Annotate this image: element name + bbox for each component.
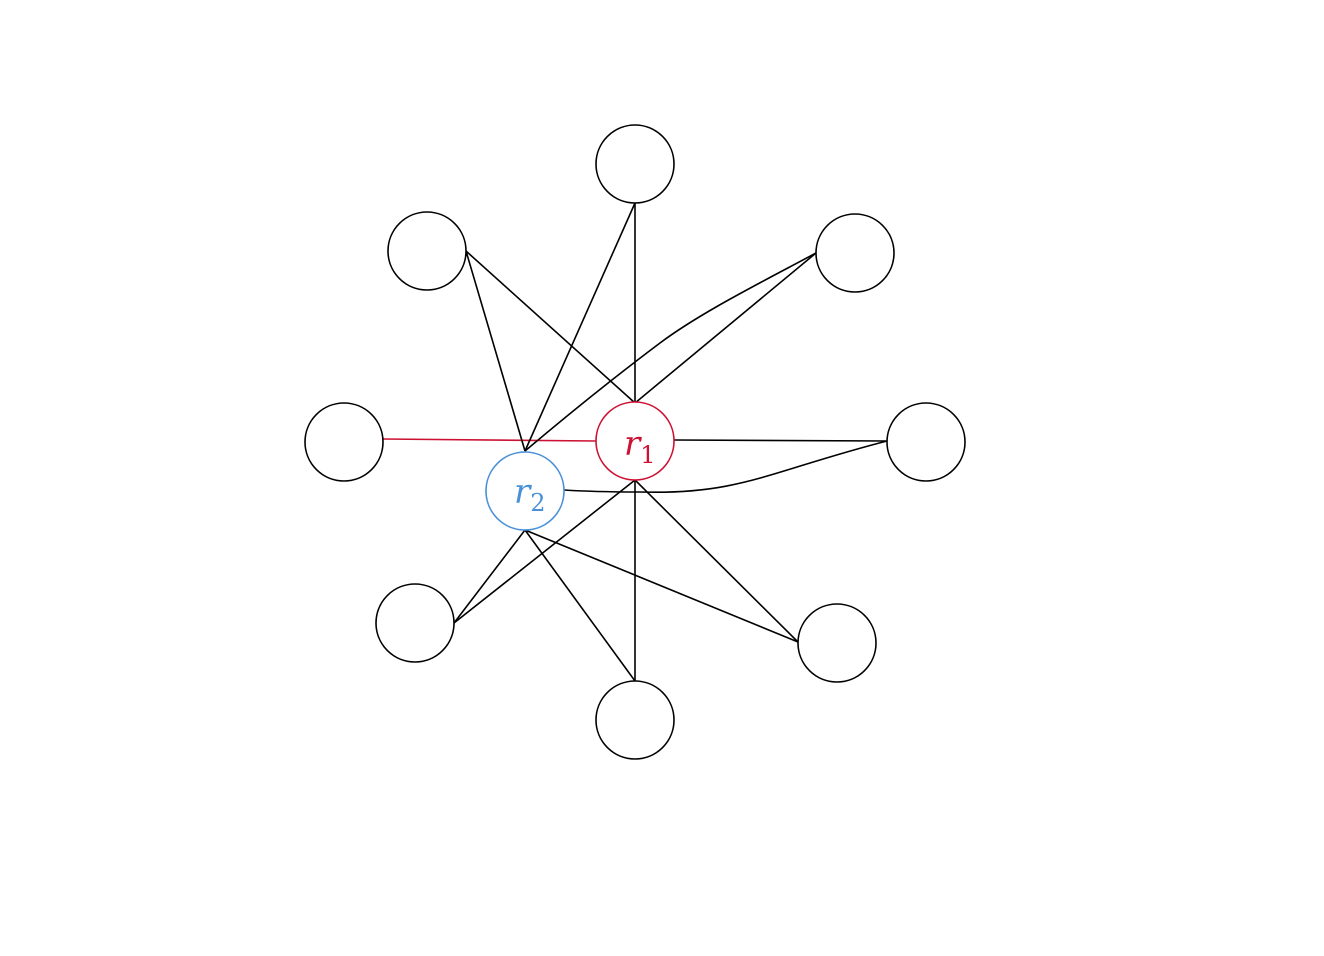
outer-nodes <box>304 124 966 760</box>
node-r2-circle <box>485 451 565 531</box>
node-bottom-left <box>375 583 455 663</box>
edges <box>382 202 888 682</box>
node-r2-label-sub: 2 <box>530 489 545 517</box>
edge-bottomleft-r2 <box>453 529 526 624</box>
edge-bottomright-r2 <box>524 529 799 643</box>
node-r1-label-sub: 1 <box>640 441 655 469</box>
node-right <box>886 402 966 482</box>
edge-topleft-r2 <box>465 250 526 452</box>
edge-topright-r1 <box>634 252 817 404</box>
node-r1: r1 <box>595 401 675 481</box>
node-top-left <box>387 211 467 291</box>
node-r1-circle <box>595 401 675 481</box>
node-r2: r2 <box>485 451 565 531</box>
node-bottom-right <box>797 603 877 683</box>
node-r2-label: r2 <box>514 472 546 517</box>
edge-right-r2 <box>563 440 888 494</box>
edge-bottom-r2 <box>524 529 636 682</box>
edge-left-r1 <box>382 438 597 442</box>
edge-right-r1 <box>673 439 888 442</box>
edge-top-r2 <box>524 202 636 452</box>
node-r2-label-main: r <box>514 472 532 512</box>
node-r1-label-main: r <box>624 424 642 464</box>
edge-topright-r2 <box>524 252 817 452</box>
node-left <box>304 402 384 482</box>
edge-bottomright-r1 <box>634 479 799 643</box>
edge-bottomleft-r1 <box>453 479 636 624</box>
node-r1-label: r1 <box>624 424 656 469</box>
node-top-right <box>815 213 895 293</box>
edge-topleft-r1 <box>465 250 636 404</box>
node-top <box>595 124 675 204</box>
node-bottom <box>595 680 675 760</box>
